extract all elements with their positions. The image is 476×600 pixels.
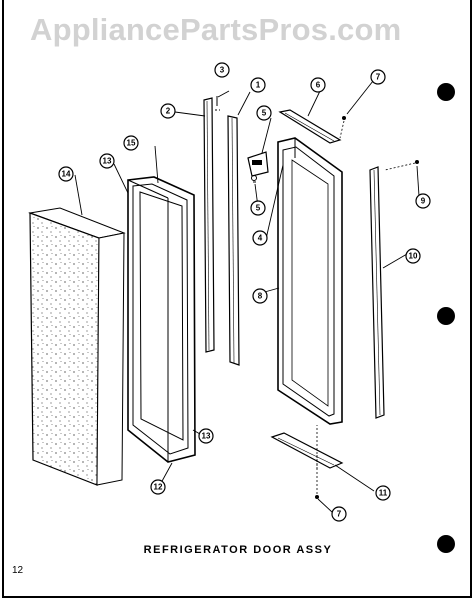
callout-7-upper: 7 [370, 69, 386, 85]
callout-labels: 1 2 3 4 5 5 6 7 7 8 9 10 11 12 13 13 14 … [58, 62, 431, 522]
svg-text:10: 10 [409, 252, 418, 261]
part-door-gasket [127, 176, 196, 463]
callout-13-lower: 13 [198, 428, 214, 444]
callout-9: 9 [415, 193, 431, 209]
binder-hole-middle [437, 307, 455, 325]
svg-text:8: 8 [258, 292, 263, 301]
part-insulation-panel [28, 207, 126, 486]
binder-hole-bottom [437, 535, 455, 553]
screws-and-guide-lines [315, 116, 419, 499]
part-door-shell [277, 137, 343, 425]
callout-12: 12 [150, 479, 166, 495]
callout-11: 11 [375, 485, 391, 501]
callout-1: 1 [250, 77, 266, 93]
diagram-title: REFRIGERATOR DOOR ASSY [143, 544, 333, 556]
svg-text:12: 12 [154, 483, 163, 492]
part-left-trim-strips [203, 96, 240, 366]
svg-text:9: 9 [421, 197, 426, 206]
callout-10: 10 [405, 248, 421, 264]
callout-3: 3 [214, 62, 230, 78]
part-bottom-cap [270, 432, 344, 469]
svg-text:11: 11 [379, 489, 388, 498]
svg-text:14: 14 [62, 170, 71, 179]
part-hinge-bracket [247, 151, 269, 183]
binder-hole-top [437, 83, 455, 101]
svg-text:15: 15 [127, 139, 136, 148]
svg-text:13: 13 [202, 432, 211, 441]
callout-14: 14 [58, 166, 74, 182]
svg-text:3: 3 [220, 66, 225, 75]
callout-4: 4 [252, 230, 268, 246]
svg-text:7: 7 [376, 73, 381, 82]
callout-5-lower: 5 [250, 200, 266, 216]
callout-5-upper: 5 [256, 105, 272, 121]
svg-text:13: 13 [103, 157, 112, 166]
watermark-text: AppliancePartsPros.com [30, 12, 402, 47]
svg-text:2: 2 [166, 107, 171, 116]
page-number: 12 [12, 565, 24, 576]
callout-leader-lines [74, 80, 420, 513]
svg-text:6: 6 [316, 81, 321, 90]
svg-text:5: 5 [262, 109, 267, 118]
part-right-trim-strip [369, 166, 385, 419]
callout-13-upper: 13 [99, 153, 115, 169]
callout-2: 2 [160, 103, 176, 119]
callout-15: 15 [123, 135, 139, 151]
svg-text:5: 5 [256, 204, 261, 213]
part-top-cap [278, 109, 342, 144]
svg-text:7: 7 [337, 510, 342, 519]
callout-8: 8 [252, 288, 268, 304]
svg-text:1: 1 [256, 81, 261, 90]
svg-text:4: 4 [258, 234, 263, 243]
callout-6: 6 [310, 77, 326, 93]
callout-7-lower: 7 [331, 506, 347, 522]
